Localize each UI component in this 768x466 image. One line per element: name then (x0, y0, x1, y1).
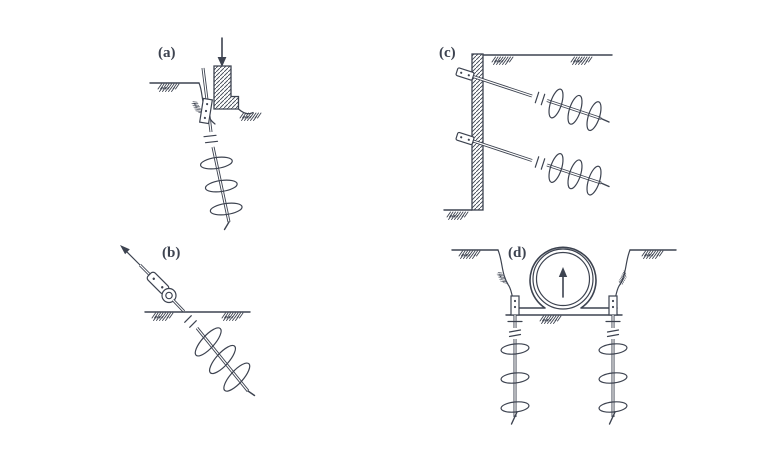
shaft-break-symbol (606, 329, 620, 338)
helix-plate (548, 88, 564, 119)
helix-plate (500, 372, 530, 384)
helical-anchor (194, 327, 256, 397)
helix-plate (223, 362, 251, 392)
helix-plate (598, 343, 628, 355)
helix-plate (500, 401, 530, 413)
helix-plate (598, 372, 628, 384)
helix-plate (567, 94, 583, 125)
helical-anchor-right (598, 315, 628, 425)
panel-label: (d) (508, 245, 526, 261)
panel-label: (c) (439, 45, 456, 61)
helix-plate (208, 344, 237, 375)
pilot-tip (600, 117, 610, 123)
soil-hatch (151, 312, 174, 321)
compression-load-arrow-icon (217, 37, 227, 67)
helix-plate (500, 343, 530, 355)
panel-label: (b) (162, 245, 180, 261)
helical-pile (199, 146, 243, 231)
wall-coupler (455, 67, 475, 81)
helix-plate (204, 179, 238, 193)
panel-b: (b) (120, 245, 256, 397)
soil-hatch (570, 56, 593, 65)
panel-c: (c) (439, 45, 613, 220)
helical-anchor-left (500, 315, 530, 425)
pilot-tip (608, 411, 616, 425)
soil-hatch (617, 270, 629, 286)
retaining-wall (471, 53, 484, 211)
buoyancy-arrow-icon (558, 267, 568, 298)
tension-load-arrow-icon (120, 245, 141, 266)
soil-hatch (239, 112, 262, 121)
footing-block (213, 65, 240, 110)
soil-hatch (157, 83, 180, 92)
shaft-break-symbol (508, 329, 522, 338)
soil-hatch (641, 250, 664, 259)
anchor-bracket-right (608, 295, 618, 316)
tieback-anchor-lower (455, 131, 610, 196)
helix-plate (586, 101, 602, 132)
anchor-bracket-left (510, 295, 520, 316)
shaft-break-symbol (534, 156, 546, 170)
panel-a: (a) (149, 37, 262, 231)
soil-hatch (446, 211, 469, 220)
soil-hatch (539, 315, 562, 324)
soil-hatch (458, 250, 481, 259)
helix-plate (567, 159, 583, 190)
panel-label: (a) (158, 45, 176, 61)
pilot-tip (247, 390, 256, 397)
soil-hatch (491, 56, 514, 65)
helix-plate (199, 156, 233, 170)
panel-d: (d) (451, 245, 677, 425)
helix-plate (548, 153, 564, 183)
helix-plate (586, 165, 602, 196)
shaft-break-symbol (534, 91, 546, 106)
tiedown-strap (518, 246, 618, 309)
helix-plate (598, 401, 628, 413)
tieback-anchor-upper (455, 67, 610, 132)
shaft-break-symbol (203, 134, 219, 144)
soil-hatch (221, 312, 244, 321)
wall-coupler (455, 131, 475, 146)
pile-cap-bracket (198, 97, 214, 125)
helix-plate (194, 327, 222, 357)
pilot-tip (223, 221, 230, 231)
pilot-tip (600, 182, 610, 188)
anchor-shaft-upper (171, 298, 186, 313)
pilot-tip (510, 411, 518, 425)
anchor-eye (161, 287, 177, 304)
shaft-break-symbol (184, 315, 197, 328)
helix-plate (209, 202, 243, 216)
